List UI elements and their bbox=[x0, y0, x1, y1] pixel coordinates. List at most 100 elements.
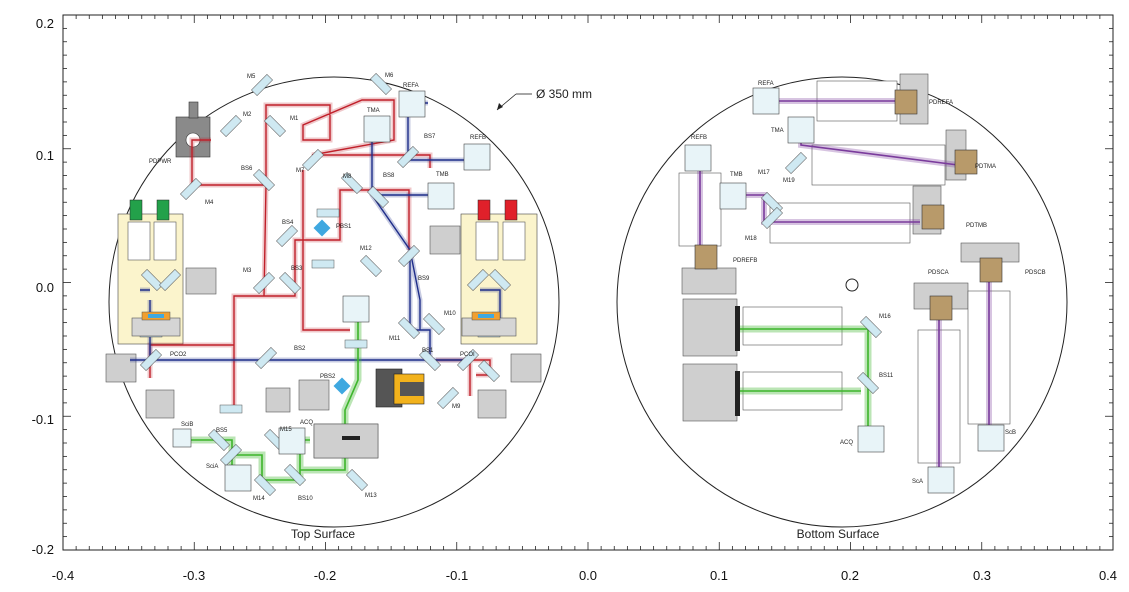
detector-mount bbox=[954, 149, 978, 175]
detector-box bbox=[427, 182, 455, 210]
label-m2: M2 bbox=[243, 112, 252, 118]
label-m17: M17 bbox=[758, 170, 770, 176]
axis-ticks bbox=[62, 14, 1114, 551]
laser-source bbox=[375, 368, 425, 408]
label-pdrefa: PDREFA bbox=[929, 100, 953, 106]
label-pdtmb: PDTMB bbox=[966, 223, 987, 229]
label-pdpwr: PDPWR bbox=[149, 159, 172, 165]
x-tick-labels: -0.4 -0.3 -0.2 -0.1 0.0 0.1 0.2 0.3 0.4 bbox=[52, 568, 1117, 583]
label-pdrefb: PDREFB bbox=[733, 258, 757, 264]
label-m19: M19 bbox=[783, 178, 795, 184]
optic-element bbox=[419, 349, 441, 371]
pbs-cubes bbox=[313, 219, 351, 395]
detector-box bbox=[684, 144, 712, 172]
label-scib: SciB bbox=[181, 422, 193, 428]
x-tick-label: -0.4 bbox=[52, 568, 74, 583]
detector-box bbox=[719, 182, 747, 210]
left-photodiodes bbox=[127, 199, 181, 337]
bottom-optics bbox=[684, 87, 1005, 494]
label-b-tma: TMA bbox=[771, 128, 784, 134]
label-m4: M4 bbox=[205, 200, 214, 206]
optic-element bbox=[253, 272, 275, 294]
optic-element bbox=[398, 245, 420, 267]
label-m1: M1 bbox=[290, 116, 299, 122]
optic-element bbox=[220, 444, 242, 466]
optic-element bbox=[311, 259, 335, 269]
optic-element bbox=[264, 115, 286, 137]
optic-element bbox=[316, 208, 340, 218]
detector-box bbox=[463, 143, 491, 171]
label-bs5: BS5 bbox=[216, 428, 228, 434]
optic-element bbox=[208, 429, 230, 451]
top-surface-label: Top Surface bbox=[291, 527, 355, 541]
optic-element bbox=[857, 372, 879, 394]
label-bs1: BS1 bbox=[422, 348, 434, 354]
label-pco1: PCOI bbox=[460, 352, 475, 358]
y-tick-label: 0.0 bbox=[36, 280, 54, 295]
label-b-scib: ScB bbox=[1005, 430, 1016, 436]
optic-element bbox=[251, 74, 273, 96]
label-m11: M11 bbox=[389, 336, 401, 342]
label-scia: SciA bbox=[206, 464, 218, 470]
detector-box bbox=[977, 424, 1005, 452]
label-m18: M18 bbox=[745, 236, 757, 242]
detector-box bbox=[927, 466, 955, 494]
optic-element bbox=[276, 225, 298, 247]
top-labels: M5 M6 REFA M2 M1 TMA BS7 REFB PDPWR BS6 … bbox=[149, 73, 486, 502]
label-m5: M5 bbox=[247, 74, 256, 80]
detector-box bbox=[857, 425, 885, 453]
optic-element bbox=[279, 272, 301, 294]
detector-box bbox=[363, 115, 391, 143]
label-tmb: TMB bbox=[436, 172, 449, 178]
x-tick-label: 0.2 bbox=[841, 568, 859, 583]
center-hole bbox=[845, 278, 859, 292]
optic-element bbox=[489, 269, 511, 291]
label-m16: M16 bbox=[879, 314, 891, 320]
label-b-acq: ACQ bbox=[840, 440, 853, 446]
y-tick-label: 0.1 bbox=[36, 148, 54, 163]
optic-element bbox=[302, 149, 324, 171]
label-b-refb: REFB bbox=[691, 135, 707, 141]
optic-element bbox=[860, 316, 882, 338]
label-m9: M9 bbox=[452, 404, 461, 410]
x-tick-label: -0.2 bbox=[314, 568, 336, 583]
label-bs2: BS2 bbox=[294, 346, 306, 352]
acq-block bbox=[313, 423, 379, 459]
label-m8: M8 bbox=[343, 174, 352, 180]
x-tick-label: -0.3 bbox=[183, 568, 205, 583]
optic-element bbox=[253, 169, 275, 191]
label-m3: M3 bbox=[243, 268, 252, 274]
detector-mount bbox=[921, 204, 945, 230]
optic-element bbox=[398, 317, 420, 339]
label-acq: ACQ bbox=[300, 420, 313, 426]
optic-element bbox=[180, 178, 202, 200]
label-m10: M10 bbox=[444, 311, 456, 317]
optic-element bbox=[141, 269, 163, 291]
optic-element bbox=[467, 269, 489, 291]
label-m13: M13 bbox=[365, 493, 377, 499]
bottom-enclosures bbox=[678, 80, 1011, 464]
optic-element bbox=[785, 152, 807, 174]
label-bs4: BS4 bbox=[282, 220, 294, 226]
label-bs3: BS3 bbox=[291, 266, 303, 272]
optic-element bbox=[284, 464, 306, 486]
label-bs9: BS9 bbox=[418, 276, 430, 282]
acq-slit bbox=[342, 436, 360, 440]
right-photodiodes bbox=[461, 199, 526, 337]
optic-element bbox=[397, 146, 419, 168]
y-tick-label: -0.2 bbox=[32, 542, 54, 557]
detector-box bbox=[342, 295, 370, 323]
label-bs7: BS7 bbox=[424, 134, 436, 140]
label-bs8: BS8 bbox=[383, 173, 395, 179]
detector-box bbox=[787, 116, 815, 144]
label-b-refa: REFA bbox=[758, 81, 774, 87]
label-pbs1: PBS1 bbox=[336, 224, 352, 230]
y-tick-labels: 0.2 0.1 0.0 -0.1 -0.2 bbox=[32, 16, 54, 557]
y-tick-label: 0.2 bbox=[36, 16, 54, 31]
label-refa: REFA bbox=[403, 83, 419, 89]
label-bs6: BS6 bbox=[241, 166, 253, 172]
detector-box bbox=[172, 428, 192, 448]
label-bs11: BS11 bbox=[879, 373, 894, 379]
label-refb: REFB bbox=[470, 135, 486, 141]
